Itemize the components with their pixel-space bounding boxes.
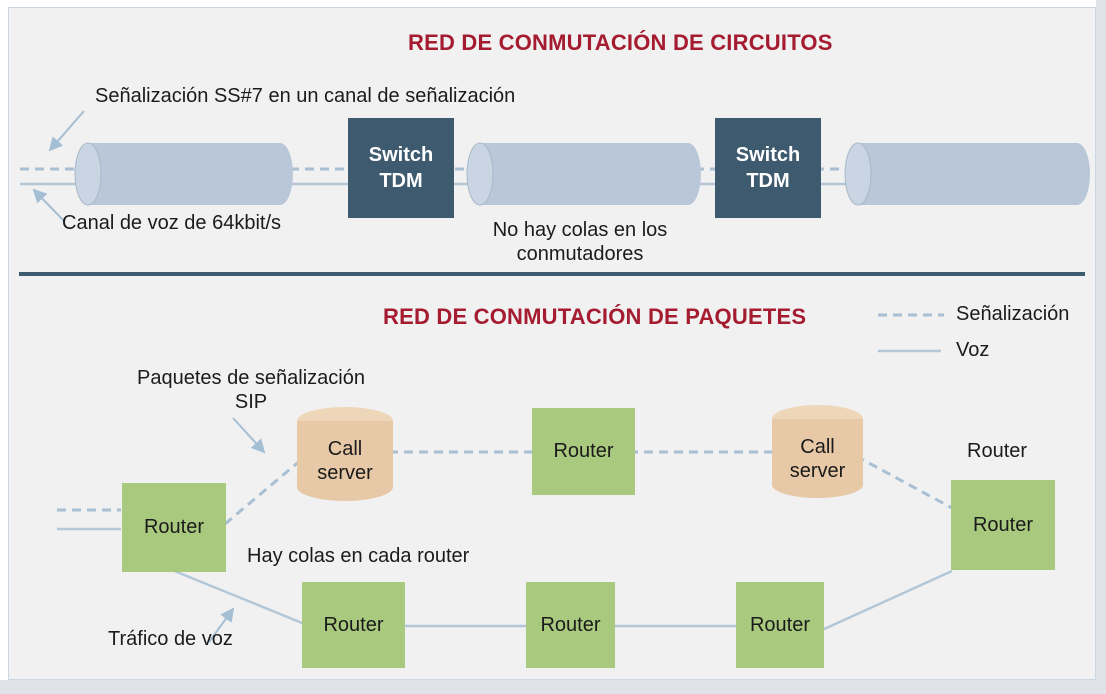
voice-channel-label: Canal de voz de 64kbit/s [62,212,282,234]
switch-tdm-2: Switch TDM [715,118,821,218]
page-edge-right [1096,0,1106,694]
router-bottom-1-label: Router [323,613,384,636]
circuit-section-title: RED DE CONMUTACIÓN DE CIRCUITOS [408,30,833,55]
router-bottom-2: Router [526,582,615,668]
router-right-caption: Router [967,440,1028,462]
call-server-left: Call server [297,407,393,501]
call-server-right: Call server [772,405,863,498]
call-server-left-body: Call server [297,421,393,501]
no-queues-label: No hay colas en los conmutadores [492,219,668,265]
router-top-mid: Router [532,408,635,495]
router-bottom-3-label: Router [749,613,811,636]
ss7-signaling-label: Señalización SS#7 en un canal de señaliz… [95,85,516,107]
router-queues-label: Hay colas en cada router [247,545,470,567]
router-right: Router [951,480,1055,570]
call-server-left-label: Call server [317,438,373,484]
sip-packets-label: Paquetes de señalización SIP [137,367,365,413]
call-server-right-body: Call server [772,419,863,498]
switch-tdm-1-label: Switch TDM [368,144,434,192]
switch-tdm-2-label: Switch TDM [735,144,801,192]
legend-voice-label: Voz [956,339,990,361]
page-edge-bottom [0,680,1106,694]
router-bottom-3: Router [736,582,824,668]
router-right-label: Router [972,513,1034,536]
router-bottom-2-label: Router [540,613,601,636]
router-bottom-1: Router [302,582,405,668]
router-top-mid-label: Router [553,440,614,462]
router-left: Router [122,483,226,572]
packet-section-title: RED DE CONMUTACIÓN DE PAQUETES [383,304,807,329]
voice-traffic-label: Tráfico de voz [108,628,233,650]
section-separator [19,272,1085,276]
router-left-label: Router [143,516,205,538]
legend-signaling-label: Señalización [956,303,1070,325]
switch-tdm-1: Switch TDM [348,118,454,218]
call-server-right-label: Call server [789,435,846,482]
